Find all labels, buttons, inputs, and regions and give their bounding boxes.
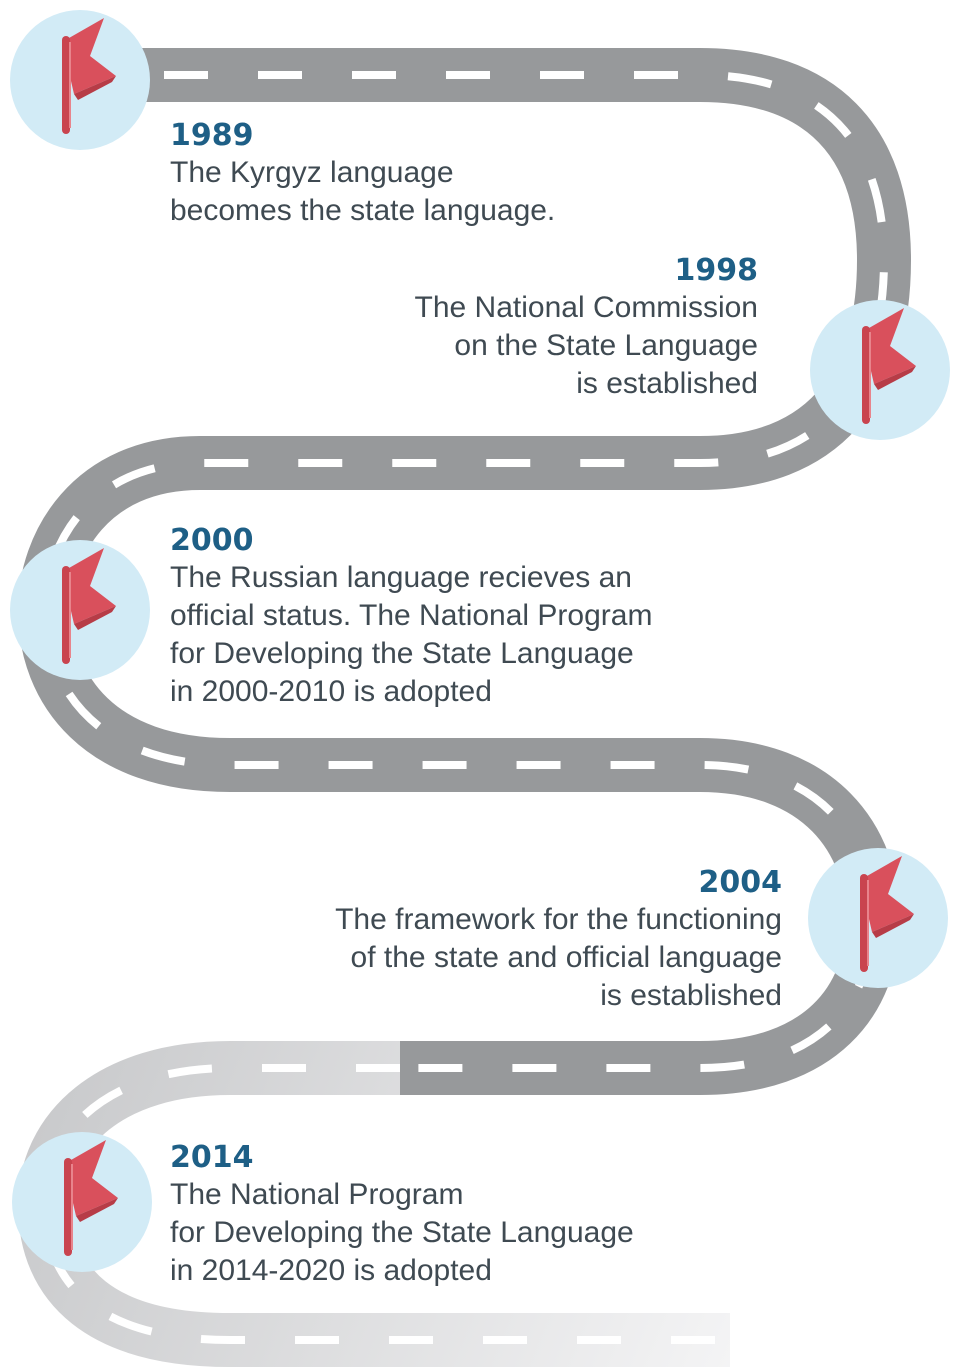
flag-icon [10,540,150,680]
milestone-year: 1998 [674,253,759,288]
milestone-description: The Kyrgyz language becomes the state la… [170,156,556,227]
milestone-2014: 2014 The National Program for Developing… [170,1140,690,1290]
milestone-description: The National Program for Developing the … [170,1178,634,1287]
lane-marking-fading [40,1064,730,1344]
milestone-description: The National Commission on the State Lan… [414,291,758,400]
milestone-year: 1989 [170,118,254,153]
milestone-1998: 1998 The National Commission on the Stat… [240,253,758,403]
milestone-2000: 2000 The Russian language recieves an of… [170,523,730,711]
milestone-year: 2014 [170,1140,254,1175]
flag-icon [810,300,950,440]
milestone-description: The Russian language recieves an officia… [170,561,653,708]
milestone-1989: 1989 The Kyrgyz language becomes the sta… [170,118,690,230]
flag-icon [808,848,948,988]
milestone-year: 2004 [698,865,783,900]
flag-icon [10,10,150,150]
milestone-year: 2000 [170,523,254,558]
milestone-2004: 2004 The framework for the functioning o… [262,865,782,1015]
flag-icon [12,1132,152,1272]
milestone-description: The framework for the functioning of the… [335,903,782,1012]
